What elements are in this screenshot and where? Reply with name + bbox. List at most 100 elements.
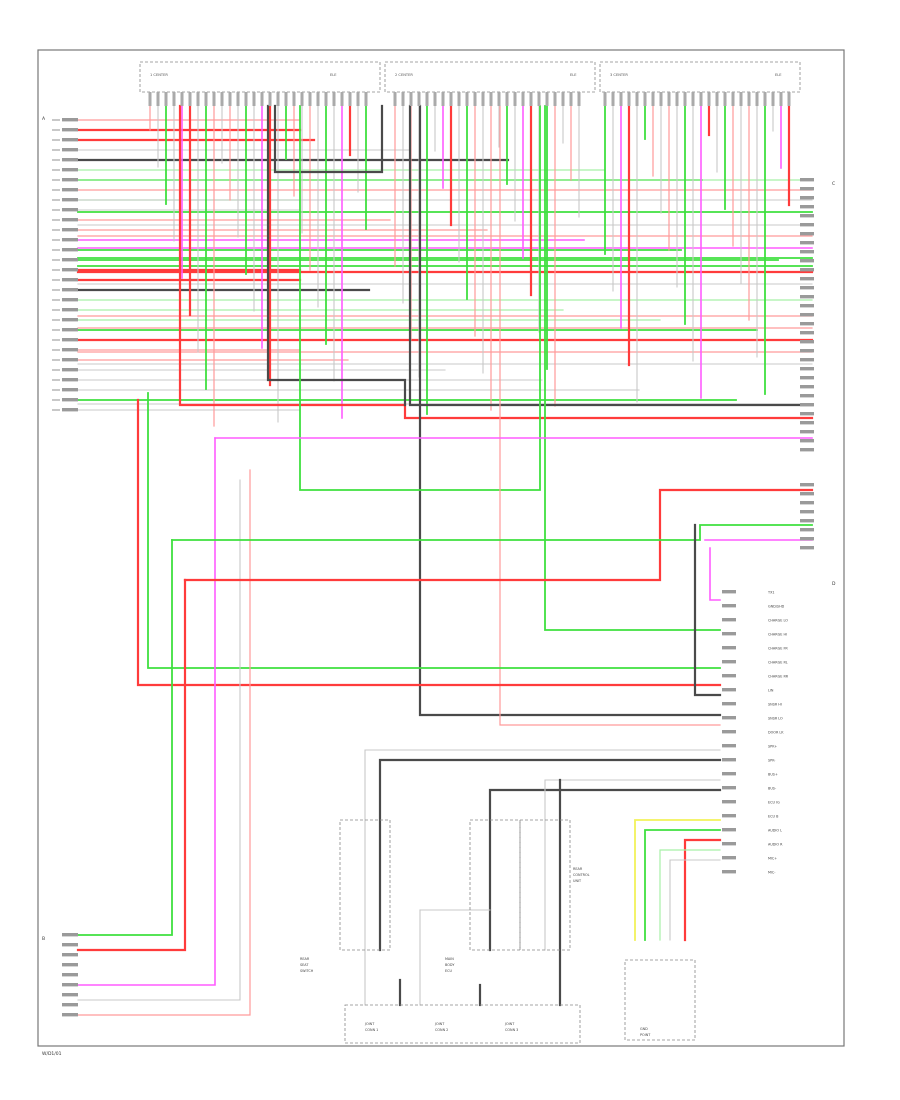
red-cross-run (183, 488, 814, 582)
top-pin-tag (196, 92, 200, 106)
top-pin-tag (417, 92, 421, 106)
left-pin-tag (62, 348, 78, 352)
top-pin-tag (457, 92, 461, 106)
top-pin-tag (619, 92, 623, 106)
top-group-extra-1: ELE (330, 73, 337, 77)
top-pin-tag (324, 92, 328, 106)
top-pin-tag (561, 92, 565, 106)
top-pin-tag (747, 92, 751, 106)
top-pin-tag (441, 92, 445, 106)
top-group-label-2: 2 CENTER (395, 73, 413, 77)
right-list-pin (722, 716, 736, 720)
comp-left-line3: SWITCH (300, 969, 314, 973)
comp-right-line2: CONTROL (573, 873, 590, 877)
left-pin-tag (62, 198, 78, 202)
black-top-loop (273, 104, 384, 174)
lower-red (683, 838, 722, 942)
right-list-pin (722, 842, 736, 846)
top-pin-tag (268, 92, 272, 106)
left-pin-tag (62, 238, 78, 242)
left-pin-tag (62, 388, 78, 392)
top-group-extra-3: ELE (775, 73, 782, 77)
right-connector-top-letter: C (832, 181, 835, 187)
right-pin-tag (800, 501, 814, 505)
left-connector-top-letter: A (42, 116, 46, 122)
right-list-label: CHARGE FR (768, 647, 788, 651)
top-pin-tag (244, 92, 248, 106)
right-pin-tag (800, 223, 814, 227)
lower-gray-3 (669, 859, 721, 941)
right-pin-tag (800, 241, 814, 245)
pink-bottom-run (77, 469, 251, 1016)
top-group-extra-2: ELE (570, 73, 577, 77)
left-pin-tag (62, 358, 78, 362)
right-pin-tag (800, 519, 814, 523)
top-pin-tag (180, 92, 184, 106)
right-list-label: DOOR LK (768, 731, 784, 735)
left-pin-tag (62, 228, 78, 232)
left-pin-tag (62, 298, 78, 302)
right-pin-tag (800, 214, 814, 218)
right-list-label: CHARGE HI (768, 633, 787, 637)
right-list-pin (722, 604, 736, 608)
right-list-pin (722, 870, 736, 874)
right-pin-tag (800, 510, 814, 514)
left-bottom-pin-tag (62, 933, 78, 937)
right-list-label: CHARGE RR (768, 675, 789, 679)
right-list-pin (722, 660, 736, 664)
left-pin-tag (62, 288, 78, 292)
top-pin-tag (292, 92, 296, 106)
right-list-label: LIN (768, 689, 774, 693)
lower-gray-2 (544, 779, 721, 951)
top-pin-tag (611, 92, 615, 106)
right-list-label: BUS+ (768, 773, 778, 777)
lower-gray-1 (364, 749, 721, 1006)
right-list-pin (722, 688, 736, 692)
right-list-pin (722, 646, 736, 650)
top-pin-tag (356, 92, 360, 106)
left-bottom-pin-tag (62, 983, 78, 987)
right-list-label: MIC+ (768, 857, 777, 861)
top-pin-tag (284, 92, 288, 106)
top-pin-tag (364, 92, 368, 106)
right-list-label: MIC- (768, 871, 776, 875)
top-pin-tag (691, 92, 695, 106)
right-list-pin (722, 856, 736, 860)
top-pin-tag (635, 92, 639, 106)
right-list-pin (722, 618, 736, 622)
left-bottom-pin-tag (62, 953, 78, 957)
right-pin-tag (800, 430, 814, 434)
magenta-right-drop (709, 547, 721, 601)
bottom-box-2-line2: CONN 2 (435, 1028, 448, 1032)
right-connector-bottom-letter: D (832, 581, 836, 587)
top-pin-tag (659, 92, 663, 106)
lower-yellow (634, 819, 721, 941)
top-pin-tag (675, 92, 679, 106)
top-group-label-1: 1 CENTER (150, 73, 168, 77)
left-pin-tag (62, 248, 78, 252)
right-list-pin (722, 786, 736, 790)
right-pin-tag (800, 322, 814, 326)
comp-right-line3: UNIT (573, 879, 582, 883)
top-pin-tag (667, 92, 671, 106)
top-pin-tag (308, 92, 312, 106)
top-pin-tag (252, 92, 256, 106)
top-pin-tag (755, 92, 759, 106)
comp-center-line3: ECU (445, 969, 453, 973)
left-pin-tag (62, 178, 78, 182)
lower-black-2 (488, 788, 722, 952)
page-ref: W/D1/01 (42, 1051, 62, 1057)
right-pin-tag (800, 376, 814, 380)
top-pin-tag (449, 92, 453, 106)
right-pin-tag (800, 277, 814, 281)
comp-left-line1: REAR (300, 957, 310, 961)
left-pin-tag (62, 318, 78, 322)
right-pin-tag (800, 232, 814, 236)
right-pin-tag (800, 439, 814, 443)
top-pin-tag (731, 92, 735, 106)
right-pin-tag (800, 313, 814, 317)
left-pin-tag (62, 188, 78, 192)
top-pin-tag (228, 92, 232, 106)
right-pin-tag (800, 259, 814, 263)
bottom-box-1-line2: CONN 1 (365, 1028, 378, 1032)
